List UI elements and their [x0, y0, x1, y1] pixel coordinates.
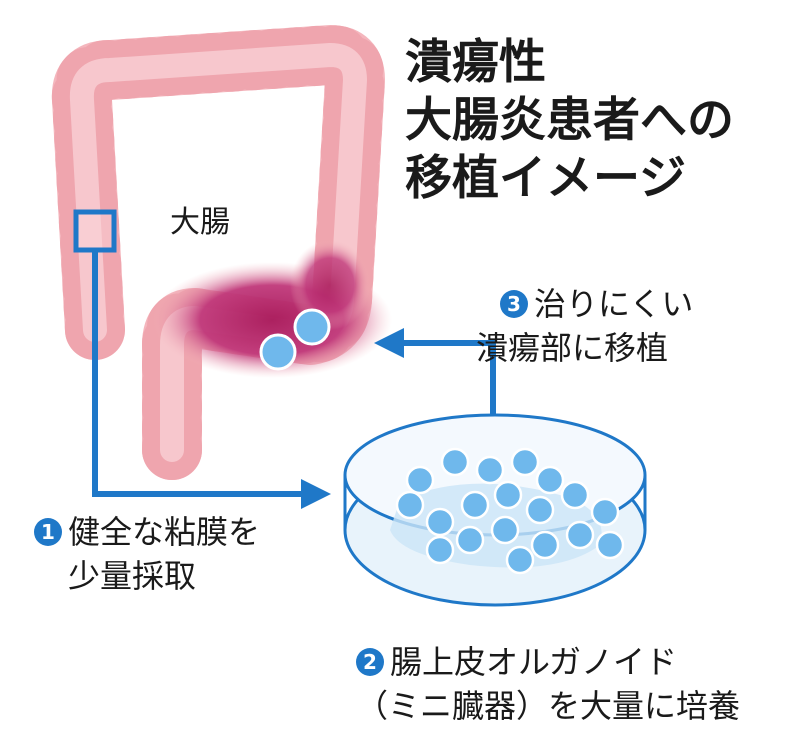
organoid-spheres	[395, 447, 625, 575]
colon-label: 大腸	[170, 205, 230, 240]
step-3-badge: 3	[500, 290, 528, 318]
title-line-3: 移植イメージ	[405, 151, 687, 206]
sample-box	[73, 209, 117, 253]
step-3-line-2: 潰瘍部に移植	[476, 329, 669, 367]
transplanted-organoid	[293, 308, 331, 346]
title-line-1: 潰瘍性	[405, 35, 546, 90]
step-2-line-2: （ミニ臓器）を大量に培養	[356, 687, 741, 725]
transplanted-organoid	[259, 333, 297, 371]
diagram-title: 潰瘍性 大腸炎患者への 移植イメージ	[405, 34, 795, 208]
step-1-line-1: 健全な粘膜を	[68, 513, 261, 551]
step-3-line-1: 治りにくい	[534, 285, 694, 323]
flow-arrow	[92, 250, 331, 509]
step-1-line-2: 少量採取	[68, 557, 197, 595]
flow-arrow	[374, 328, 496, 432]
title-line-2: 大腸炎患者への	[405, 93, 734, 148]
step-2-line-1: 腸上皮オルガノイド	[390, 643, 678, 681]
colon-illustration	[51, 25, 392, 480]
step-2-badge: 2	[356, 648, 384, 676]
step-1-badge: 1	[34, 518, 62, 546]
